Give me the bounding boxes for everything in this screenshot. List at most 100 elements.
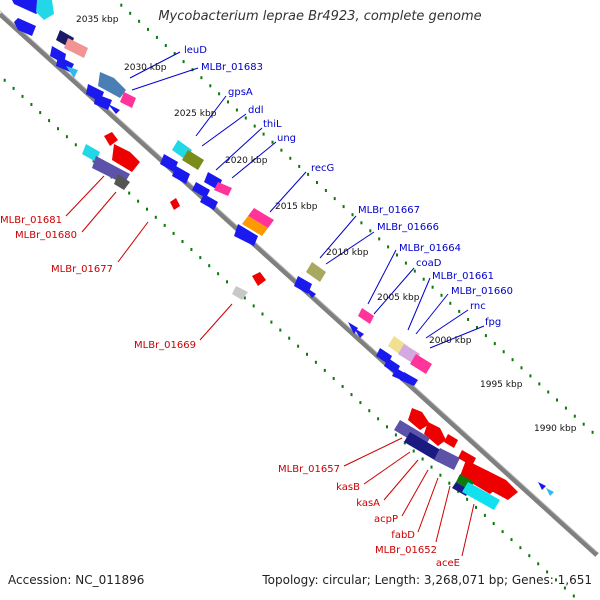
gene-label-MLBr_01666[interactable]: MLBr_01666: [377, 222, 439, 233]
track-tick: [12, 86, 15, 90]
gene-feature[interactable]: [306, 262, 326, 282]
track-tick: [573, 414, 576, 418]
gene-feature[interactable]: [410, 354, 432, 374]
gene-feature[interactable]: [304, 286, 316, 298]
gene-label-thiL[interactable]: thiL: [263, 119, 282, 130]
gene-feature[interactable]: [444, 434, 458, 448]
gene-feature[interactable]: [538, 482, 546, 490]
gene-label-MLBr_01680[interactable]: MLBr_01680: [15, 230, 77, 241]
gene-feature[interactable]: [546, 488, 554, 496]
track-tick: [316, 181, 318, 184]
track-tick: [378, 237, 381, 241]
gene-label-MLBr_01657[interactable]: MLBr_01657: [278, 464, 340, 475]
gene-label-coaD[interactable]: coaD: [416, 258, 442, 269]
track-tick: [154, 215, 157, 219]
gene-label-aceE[interactable]: aceE: [436, 558, 460, 569]
gene-feature[interactable]: [400, 372, 418, 386]
gene-feature[interactable]: [98, 72, 126, 98]
gene-label-MLBr_01664[interactable]: MLBr_01664: [399, 243, 461, 254]
gene-label-kasA[interactable]: kasA: [356, 498, 380, 509]
gene-feature[interactable]: [348, 322, 358, 334]
track-tick: [57, 127, 59, 131]
gene-feature[interactable]: [108, 104, 120, 114]
gene-features: [12, 0, 554, 510]
gene-feature[interactable]: [12, 0, 44, 14]
gene-feature[interactable]: [214, 182, 232, 196]
track-tick: [510, 538, 513, 542]
track-tick: [555, 578, 557, 582]
track-tick: [342, 205, 345, 209]
gene-feature[interactable]: [192, 182, 210, 198]
gene-feature[interactable]: [104, 132, 118, 146]
gene-feature[interactable]: [36, 0, 54, 20]
gene-feature[interactable]: [14, 18, 36, 36]
gene-feature[interactable]: [94, 94, 112, 110]
track-tick: [298, 164, 301, 168]
gene-label-MLBr_01669[interactable]: MLBr_01669: [134, 340, 196, 351]
gene-feature[interactable]: [120, 92, 136, 108]
gene-feature[interactable]: [482, 470, 518, 500]
forward-gene-labels: leuD MLBr_01683 gpsA ddl thiL ung recG M…: [184, 45, 513, 328]
gene-label-acpP[interactable]: acpP: [374, 514, 398, 525]
gene-label-kasB[interactable]: kasB: [336, 482, 360, 493]
gene-feature[interactable]: [458, 450, 476, 466]
gene-label-MLBr_01661[interactable]: MLBr_01661: [432, 271, 494, 282]
track-tick: [147, 27, 149, 31]
gene-feature[interactable]: [248, 208, 274, 228]
gene-feature[interactable]: [354, 328, 364, 338]
track-tick: [351, 213, 354, 217]
gene-feature[interactable]: [252, 272, 266, 286]
gene-feature[interactable]: [64, 38, 88, 58]
track-tick: [528, 554, 531, 558]
gene-feature[interactable]: [170, 198, 180, 210]
track-tick: [413, 269, 416, 273]
track-tick: [537, 562, 540, 566]
gene-label-MLBr_01652[interactable]: MLBr_01652: [375, 545, 437, 556]
track-tick: [137, 199, 140, 203]
track-tick: [564, 406, 567, 410]
gene-feature[interactable]: [404, 432, 444, 462]
gene-label-ddl[interactable]: ddl: [248, 105, 263, 116]
track-tick: [412, 449, 415, 453]
gene-label-rnc[interactable]: rnc: [470, 301, 486, 312]
track-tick: [556, 398, 558, 402]
gene-feature[interactable]: [66, 66, 78, 78]
gene-label-leuD[interactable]: leuD: [184, 45, 207, 56]
gene-feature[interactable]: [160, 154, 178, 172]
gene-feature[interactable]: [200, 194, 218, 210]
gene-feature[interactable]: [234, 224, 258, 246]
leader-recG: [269, 171, 307, 213]
gene-feature[interactable]: [242, 216, 268, 236]
gene-feature[interactable]: [424, 422, 446, 446]
gene-label-MLBr_01683[interactable]: MLBr_01683: [201, 62, 263, 73]
leader-MLBr_01667: [319, 215, 357, 259]
gene-feature[interactable]: [112, 144, 140, 172]
leader-kasA: [383, 459, 419, 501]
gene-label-MLBr_01660[interactable]: MLBr_01660: [451, 286, 513, 297]
track-tick: [547, 390, 550, 394]
gene-feature[interactable]: [358, 308, 374, 324]
gene-feature[interactable]: [182, 150, 204, 170]
track-tick: [483, 513, 486, 517]
track-tick: [163, 223, 166, 227]
gene-label-recG[interactable]: recG: [311, 163, 334, 174]
gene-feature[interactable]: [232, 286, 248, 300]
track-tick: [270, 320, 273, 324]
gene-label-gpsA[interactable]: gpsA: [228, 87, 253, 98]
track-tick: [591, 430, 594, 434]
gene-label-MLBr_01681[interactable]: MLBr_01681: [0, 215, 62, 226]
leader-MLBr_01652: [435, 485, 451, 543]
gene-feature[interactable]: [172, 166, 190, 184]
gene-feature[interactable]: [434, 448, 460, 470]
gene-label-ung[interactable]: ung: [277, 133, 296, 144]
gene-label-fpg[interactable]: fpg: [485, 317, 501, 328]
track-tick: [492, 522, 495, 525]
gene-feature[interactable]: [114, 174, 130, 190]
gene-label-MLBr_01677[interactable]: MLBr_01677: [51, 264, 113, 275]
gene-feature[interactable]: [462, 482, 500, 510]
gene-feature[interactable]: [408, 408, 430, 430]
leader-gpsA: [195, 95, 227, 137]
gene-label-fabD[interactable]: fabD: [391, 530, 415, 541]
track-tick: [538, 382, 541, 386]
gene-label-MLBr_01667[interactable]: MLBr_01667: [358, 205, 420, 216]
